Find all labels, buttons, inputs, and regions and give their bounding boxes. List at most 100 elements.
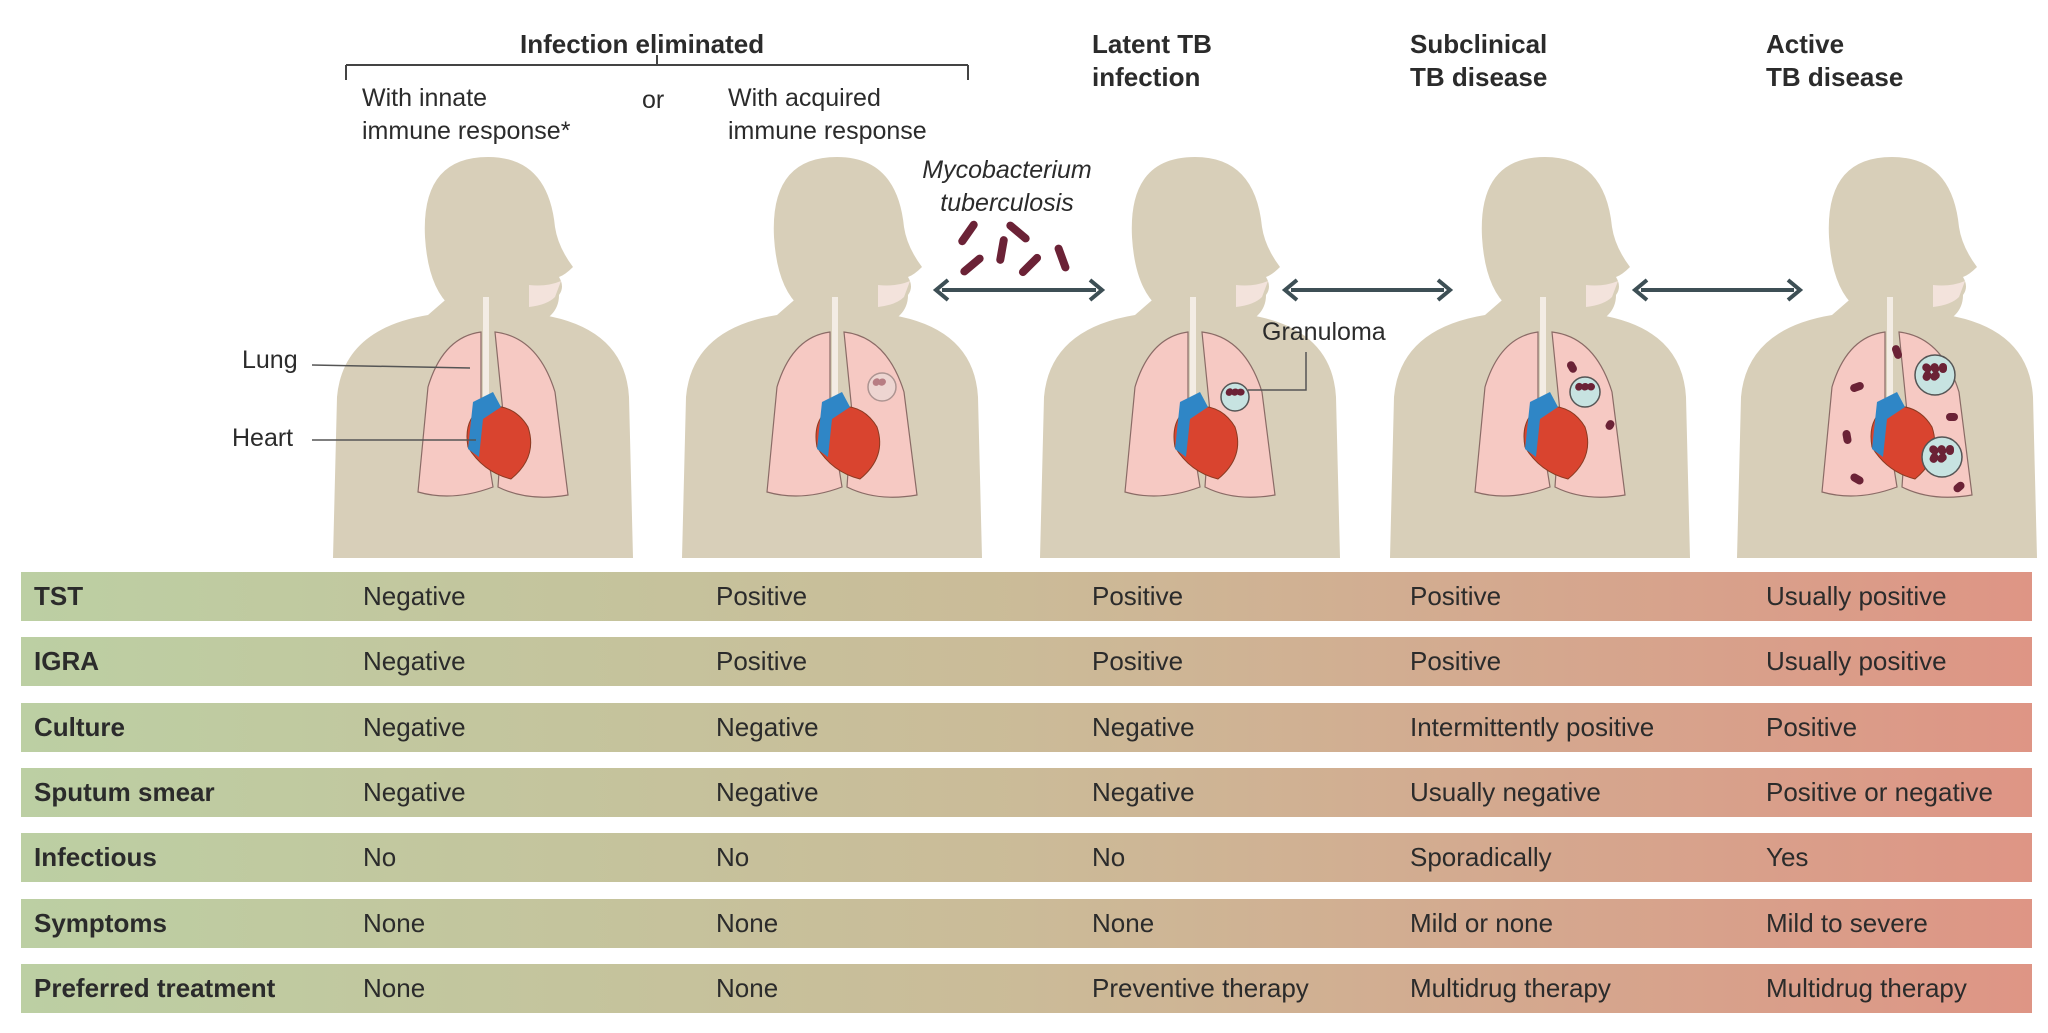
bacterium-icon bbox=[1587, 383, 1595, 391]
table-cell: Intermittently positive bbox=[1410, 711, 1655, 742]
granuloma-icon bbox=[1220, 382, 1250, 412]
bacterium-icon bbox=[1930, 371, 1940, 381]
bacterium-icon bbox=[1581, 382, 1589, 391]
header-latent: Latent TB infection bbox=[1092, 29, 1212, 92]
bacterium-icon bbox=[996, 236, 1008, 264]
row-label: IGRA bbox=[34, 646, 99, 677]
granuloma-icon bbox=[1569, 376, 1601, 408]
bacterium-icon bbox=[1939, 363, 1947, 373]
bacterium-icon bbox=[1946, 445, 1954, 455]
row-label: Symptoms bbox=[34, 907, 167, 938]
bacterium-icon bbox=[872, 378, 881, 386]
bacterium-icon bbox=[958, 220, 978, 246]
bacterium-icon bbox=[1850, 381, 1864, 393]
row-label: Culture bbox=[34, 711, 125, 742]
bacterium-icon bbox=[1937, 445, 1947, 455]
granuloma-icon bbox=[1921, 436, 1963, 478]
table-cell: No bbox=[716, 842, 750, 873]
bacterium-icon bbox=[1231, 388, 1239, 396]
subheader-acquired: With acquired immune response bbox=[728, 84, 927, 145]
double-arrow-icon bbox=[932, 278, 1106, 302]
table-cell: Positive or negative bbox=[1766, 776, 1993, 807]
bacterium-icon bbox=[1225, 388, 1234, 396]
table-cell: None bbox=[363, 972, 426, 1003]
bacterium-icon bbox=[1006, 221, 1030, 243]
table-row: Preferred treatment None None Preventive th… bbox=[21, 963, 2032, 1013]
subheader-innate: With innate immune response* bbox=[362, 84, 571, 145]
table-cell: Negative bbox=[363, 646, 466, 677]
table-cell: Usually negative bbox=[1410, 776, 1601, 807]
mycobacterium-bacteria-icon bbox=[958, 220, 1070, 277]
table-cell: Usually positive bbox=[1766, 646, 1947, 677]
bacterium-icon bbox=[1850, 473, 1864, 485]
table-cell: Positive bbox=[716, 646, 808, 677]
bacterium-icon bbox=[1236, 388, 1245, 396]
bacterium-icon bbox=[1930, 363, 1940, 373]
table-cell: None bbox=[1092, 907, 1155, 938]
bacterium-icon bbox=[1929, 453, 1939, 463]
table-cell: Positive bbox=[716, 581, 808, 611]
bacterium-icon bbox=[1922, 363, 1932, 373]
bacterium-icon bbox=[878, 378, 886, 386]
table-cell: Positive bbox=[1410, 581, 1502, 611]
table-cell: Negative bbox=[1092, 776, 1195, 807]
human-body-figure bbox=[1737, 157, 2037, 558]
human-body-figure bbox=[1040, 157, 1340, 558]
table-cell: Mild to severe bbox=[1766, 907, 1928, 938]
lung-pointer-line bbox=[311, 364, 471, 369]
table-cell: None bbox=[716, 972, 779, 1003]
header-active: Active TB disease bbox=[1766, 29, 1904, 92]
bacterium-icon bbox=[1929, 445, 1939, 455]
table-cell: Yes bbox=[1766, 842, 1809, 873]
bacterium-icon bbox=[1922, 371, 1932, 381]
table-cell: Preventive therapy bbox=[1092, 972, 1309, 1003]
human-body-figure bbox=[682, 157, 982, 558]
table-cell: No bbox=[363, 842, 397, 873]
bacterium-icon bbox=[1605, 420, 1615, 430]
table-cell: None bbox=[363, 907, 426, 938]
bacterium-icon bbox=[960, 254, 984, 276]
row-label: Infectious bbox=[34, 842, 157, 873]
human-body-figure bbox=[333, 157, 633, 558]
table-cell: Negative bbox=[716, 711, 819, 742]
table-cell: No bbox=[1092, 842, 1126, 873]
table-cell: Negative bbox=[1092, 711, 1195, 742]
bacterium-icon bbox=[1054, 244, 1070, 272]
tb-spectrum-illustration bbox=[311, 55, 2037, 558]
row-label: Sputum smear bbox=[34, 776, 215, 807]
table-cell: Multidrug therapy bbox=[1766, 972, 1967, 1003]
bacterium-icon bbox=[1937, 453, 1947, 463]
table-cell: Negative bbox=[363, 581, 466, 611]
table-cell: Positive bbox=[1092, 581, 1184, 611]
bacterium-icon bbox=[1946, 413, 1958, 421]
granuloma-icon bbox=[1914, 354, 1956, 396]
bacterium-icon bbox=[1018, 253, 1042, 277]
table-cell: None bbox=[716, 907, 779, 938]
table-cell: Usually positive bbox=[1766, 581, 1947, 611]
table-cell: Multidrug therapy bbox=[1410, 972, 1611, 1003]
granuloma-pointer-line bbox=[1248, 352, 1307, 391]
bacterium-icon bbox=[1566, 361, 1577, 373]
human-body-figure bbox=[1390, 157, 1690, 558]
bacterium-icon bbox=[1842, 430, 1852, 444]
double-arrow-icon bbox=[1281, 278, 1454, 302]
heart-label: Heart bbox=[232, 424, 294, 452]
granuloma-icon bbox=[867, 372, 897, 402]
table-row: Symptoms None None None Mild or none Mild to … bbox=[21, 898, 2032, 948]
table-cell: Mild or none bbox=[1410, 907, 1554, 938]
table-cell: Positive bbox=[1766, 711, 1858, 742]
header-subclinical: Subclinical TB disease bbox=[1410, 29, 1548, 92]
header-infection-eliminated: Infection eliminated bbox=[520, 29, 765, 59]
bacterium-icon bbox=[1953, 481, 1965, 493]
table-cell: Sporadically bbox=[1410, 842, 1552, 873]
table-cell: Positive bbox=[1410, 646, 1502, 677]
double-arrow-icon bbox=[1631, 278, 1804, 302]
row-label: Preferred treatment bbox=[34, 972, 276, 1003]
or-text: or bbox=[642, 86, 665, 114]
table-cell: Negative bbox=[363, 776, 466, 807]
mtb-label: Mycobacterium tuberculosis bbox=[922, 156, 1092, 217]
